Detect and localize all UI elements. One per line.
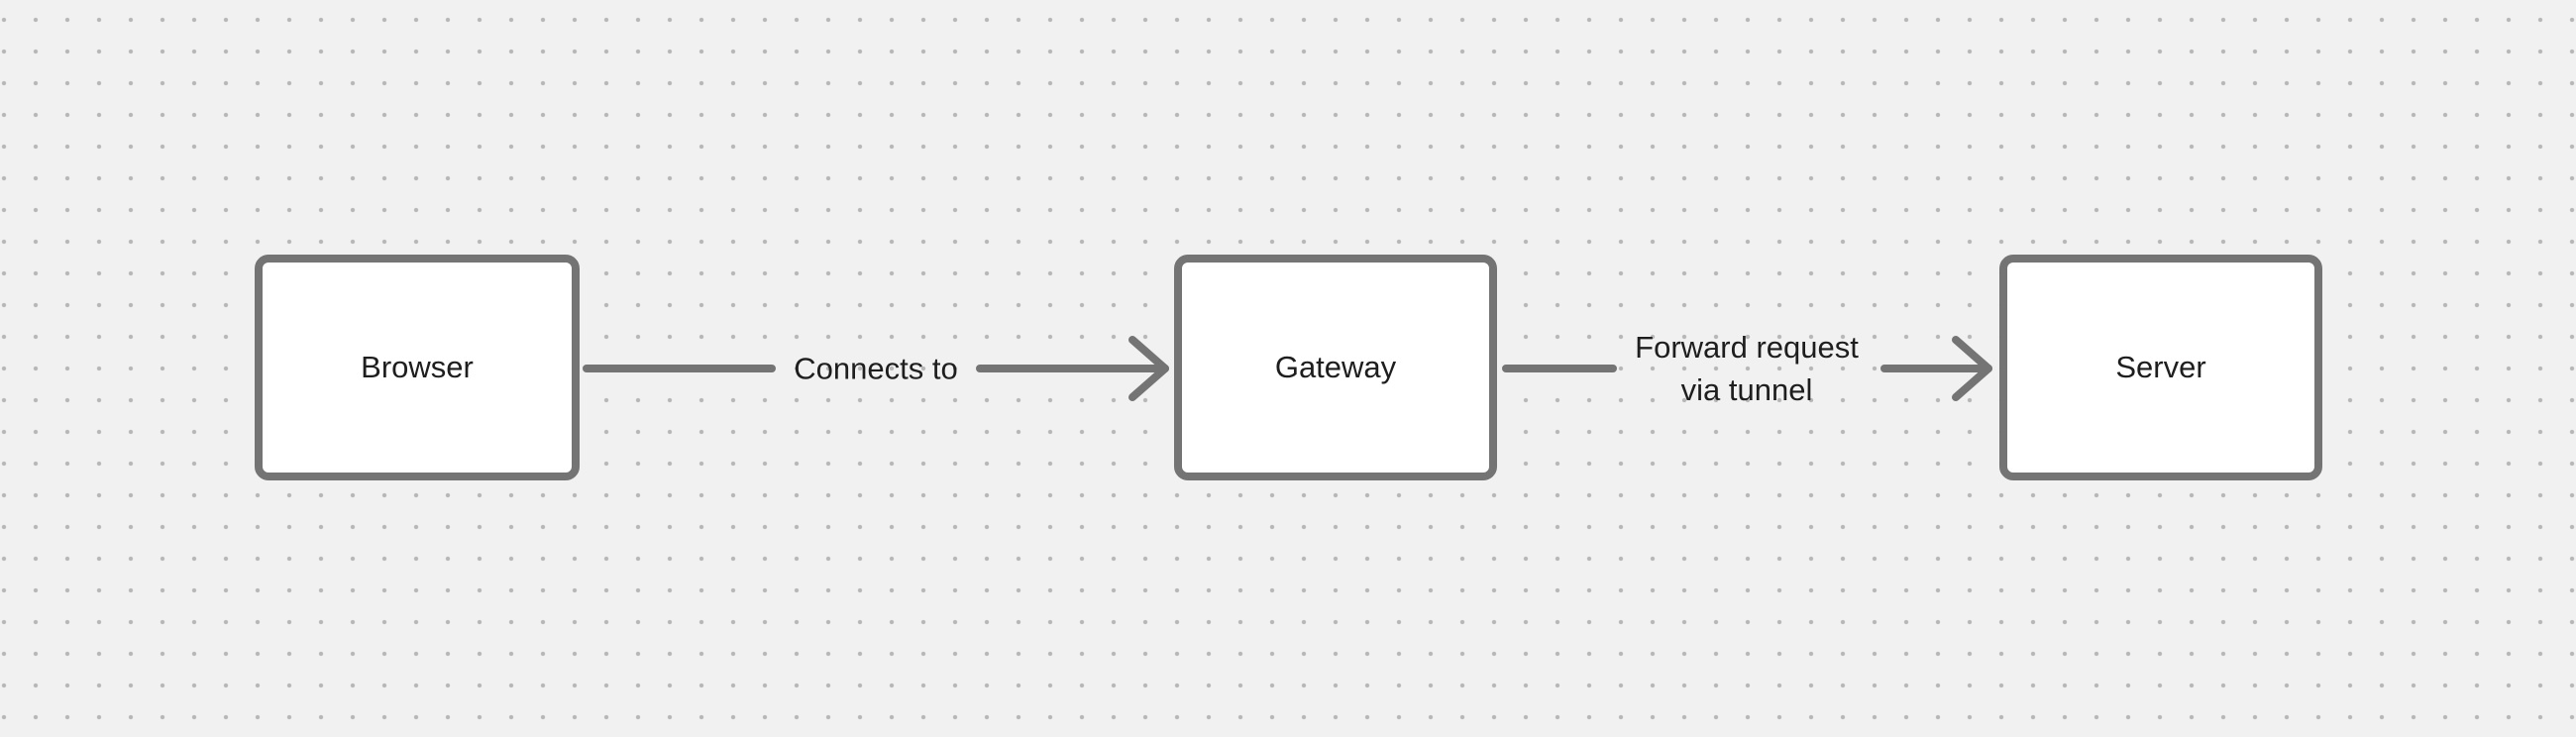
node-browser-label: Browser xyxy=(361,350,474,384)
node-server[interactable]: Server xyxy=(1999,255,2322,480)
arrowhead-icon xyxy=(1952,336,1992,401)
node-browser[interactable]: Browser xyxy=(255,255,580,480)
edge-label-forward-request-line-2: via tunnel xyxy=(1680,372,1813,407)
edge-label-forward-request-line-1: Forward request xyxy=(1635,330,1859,365)
edge-browser-gateway[interactable] xyxy=(583,336,1169,401)
node-server-label: Server xyxy=(2115,350,2206,384)
edge-label-forward-request: Forward request via tunnel xyxy=(1635,326,1859,411)
edge-label-connects-to: Connects to xyxy=(794,351,958,386)
node-gateway[interactable]: Gateway xyxy=(1174,255,1497,480)
edge-gateway-server[interactable] xyxy=(1502,336,1992,401)
node-gateway-label: Gateway xyxy=(1274,350,1397,384)
arrowhead-icon xyxy=(1128,336,1169,401)
